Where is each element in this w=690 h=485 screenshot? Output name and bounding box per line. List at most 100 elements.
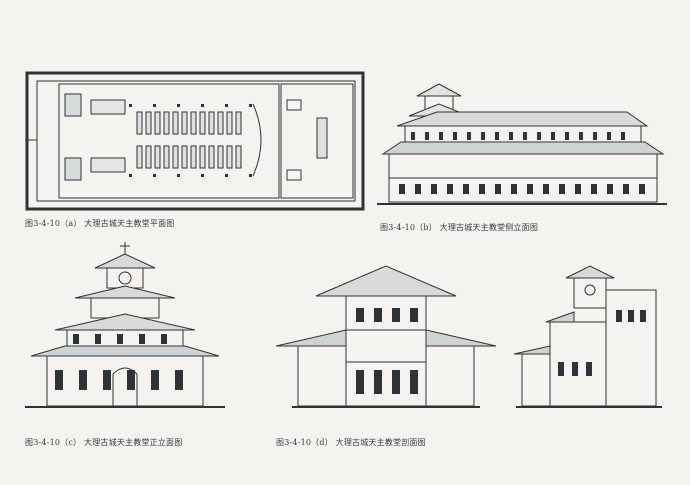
column bbox=[129, 104, 132, 107]
window bbox=[356, 308, 364, 322]
pew bbox=[199, 111, 206, 135]
column bbox=[129, 174, 132, 177]
pew bbox=[226, 145, 233, 169]
window bbox=[586, 362, 592, 376]
window bbox=[523, 132, 527, 140]
pew bbox=[235, 145, 242, 169]
window bbox=[374, 308, 382, 322]
window bbox=[495, 184, 501, 194]
window bbox=[621, 132, 625, 140]
column bbox=[201, 104, 204, 107]
pew bbox=[163, 111, 170, 135]
window bbox=[640, 310, 646, 322]
window bbox=[558, 362, 564, 376]
pew bbox=[235, 111, 242, 135]
window bbox=[607, 132, 611, 140]
pew bbox=[226, 111, 233, 135]
pew bbox=[208, 111, 215, 135]
pew bbox=[217, 145, 224, 169]
column bbox=[249, 104, 252, 107]
pew bbox=[145, 145, 152, 169]
plan-drawing bbox=[25, 71, 365, 211]
front-elevation-drawing bbox=[25, 242, 225, 408]
side-elevation-drawing bbox=[377, 83, 667, 205]
figure-front-elevation bbox=[25, 240, 225, 410]
column bbox=[225, 174, 228, 177]
window bbox=[575, 184, 581, 194]
window bbox=[117, 334, 123, 344]
figure-section bbox=[276, 250, 666, 412]
window bbox=[392, 370, 400, 394]
caption-section: 图3-4-10（d） 大理古城天主教堂剖面图 bbox=[276, 438, 426, 447]
pew bbox=[136, 145, 143, 169]
pew bbox=[172, 145, 179, 169]
window bbox=[639, 184, 645, 194]
column bbox=[153, 104, 156, 107]
window bbox=[559, 184, 565, 194]
caption-side-elevation: 图3-4-10（b） 大理古城天主教堂侧立面图 bbox=[380, 223, 539, 232]
column bbox=[177, 174, 180, 177]
pew bbox=[154, 145, 161, 169]
window bbox=[425, 132, 429, 140]
window bbox=[623, 184, 629, 194]
window bbox=[356, 370, 364, 394]
window bbox=[447, 184, 453, 194]
pew bbox=[190, 111, 197, 135]
pew bbox=[190, 145, 197, 169]
window bbox=[392, 308, 400, 322]
column bbox=[201, 174, 204, 177]
column bbox=[249, 174, 252, 177]
window bbox=[479, 184, 485, 194]
column bbox=[153, 174, 156, 177]
window bbox=[73, 334, 79, 344]
window bbox=[481, 132, 485, 140]
window bbox=[463, 184, 469, 194]
window bbox=[399, 184, 405, 194]
window bbox=[453, 132, 457, 140]
window bbox=[579, 132, 583, 140]
figure-side-elevation bbox=[377, 70, 667, 212]
window bbox=[467, 132, 471, 140]
pew bbox=[163, 145, 170, 169]
window bbox=[161, 334, 167, 344]
window bbox=[509, 132, 513, 140]
pew bbox=[181, 111, 188, 135]
window bbox=[537, 132, 541, 140]
window bbox=[628, 310, 634, 322]
window bbox=[411, 132, 415, 140]
window bbox=[527, 184, 533, 194]
pew bbox=[172, 111, 179, 135]
window bbox=[565, 132, 569, 140]
window bbox=[139, 334, 145, 344]
column bbox=[177, 104, 180, 107]
section-drawing bbox=[276, 265, 662, 408]
window bbox=[374, 370, 382, 394]
window bbox=[572, 362, 578, 376]
pew bbox=[145, 111, 152, 135]
caption-plan: 图3-4-10（a） 大理古城天主教堂平面图 bbox=[25, 219, 175, 228]
window bbox=[543, 184, 549, 194]
window bbox=[151, 370, 159, 390]
window bbox=[127, 370, 135, 390]
pew bbox=[136, 111, 143, 135]
pew bbox=[154, 111, 161, 135]
window bbox=[431, 184, 437, 194]
window bbox=[439, 132, 443, 140]
window bbox=[495, 132, 499, 140]
window bbox=[103, 370, 111, 390]
pew bbox=[217, 111, 224, 135]
figure-plan bbox=[25, 70, 367, 212]
window bbox=[79, 370, 87, 390]
window bbox=[415, 184, 421, 194]
window bbox=[410, 308, 418, 322]
pew bbox=[181, 145, 188, 169]
column bbox=[225, 104, 228, 107]
pew bbox=[199, 145, 206, 169]
window bbox=[593, 132, 597, 140]
window bbox=[410, 370, 418, 394]
caption-front-elevation: 图3-4-10（c） 大理古城天主教堂正立面图 bbox=[25, 438, 183, 447]
window bbox=[95, 334, 101, 344]
window bbox=[175, 370, 183, 390]
pew bbox=[208, 145, 215, 169]
